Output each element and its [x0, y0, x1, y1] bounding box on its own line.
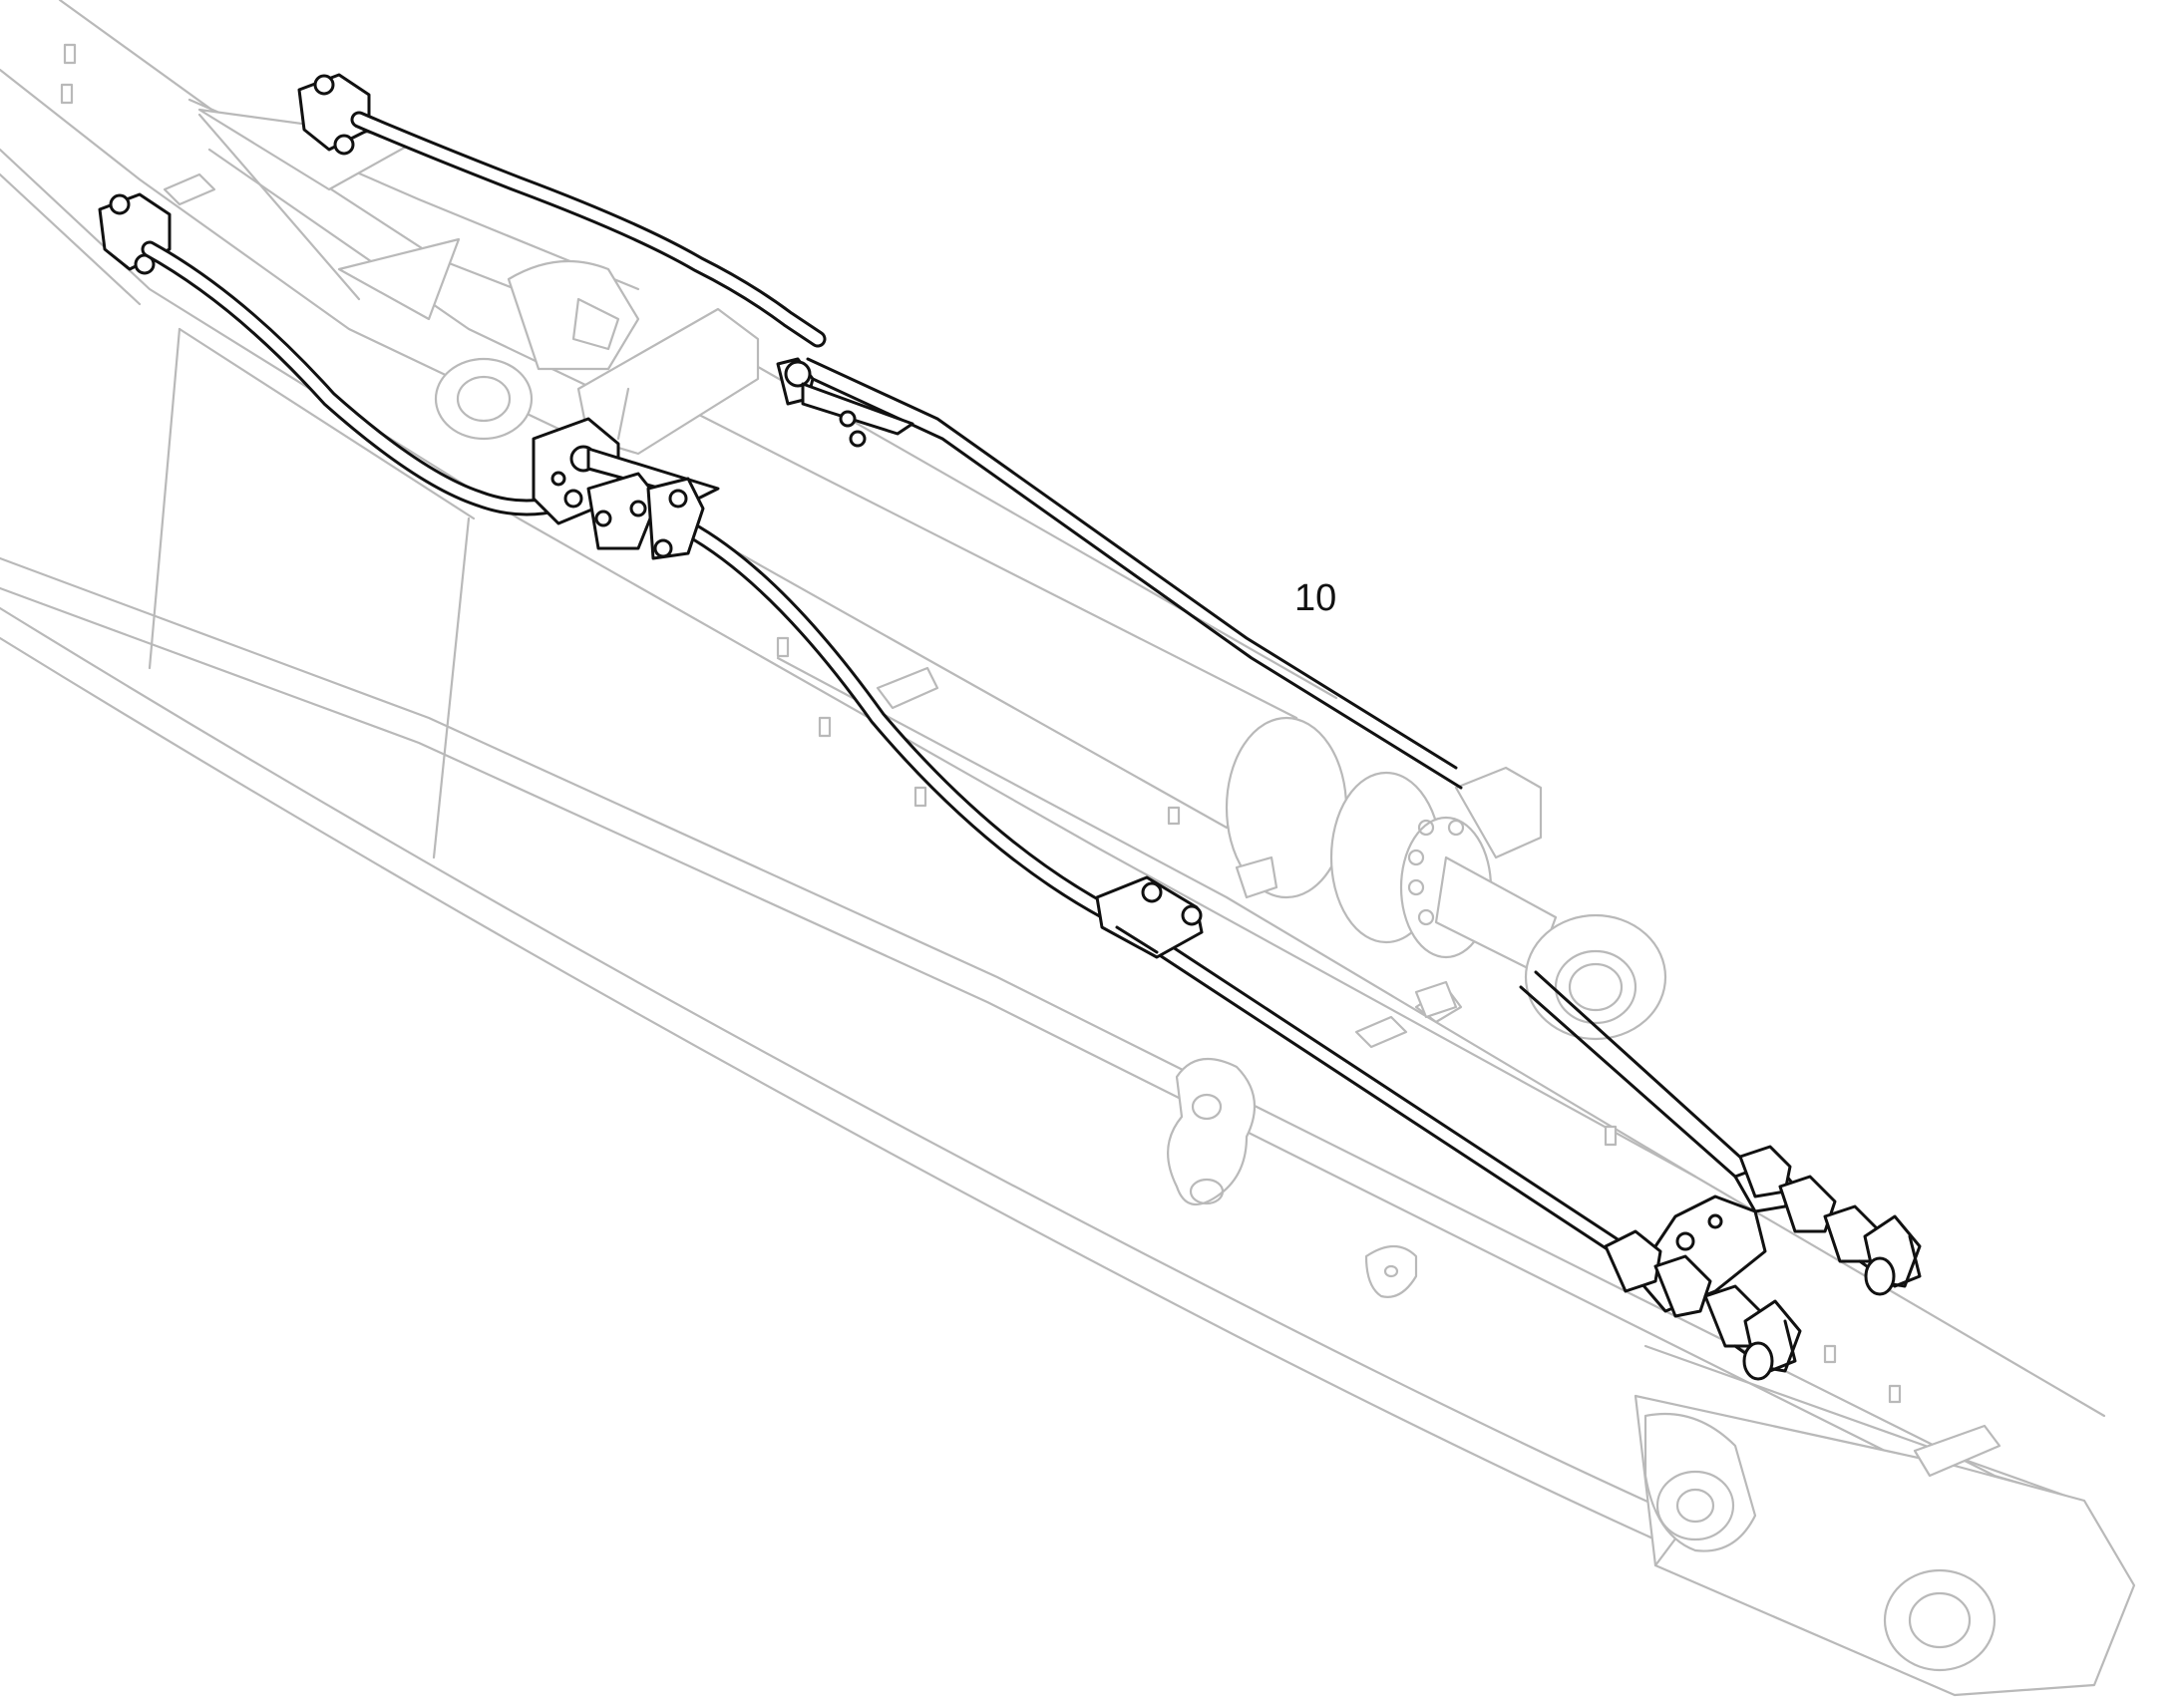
hose-set	[98, 73, 1922, 1381]
hydraulic-cylinder	[507, 259, 1667, 1041]
hose-cylinder-top	[806, 357, 1458, 770]
quick-coupler-upper	[1738, 1145, 1922, 1296]
callout-label: 10	[1294, 577, 1336, 619]
hose-clamp	[1095, 875, 1204, 959]
rear-clamp	[776, 357, 914, 448]
hose-rod-side	[1534, 970, 1747, 1164]
boom-structure	[0, 0, 2136, 1697]
callout-10: 10	[1294, 577, 1336, 619]
quick-coupler-lower	[1604, 1229, 1802, 1381]
valve-block	[532, 417, 720, 560]
